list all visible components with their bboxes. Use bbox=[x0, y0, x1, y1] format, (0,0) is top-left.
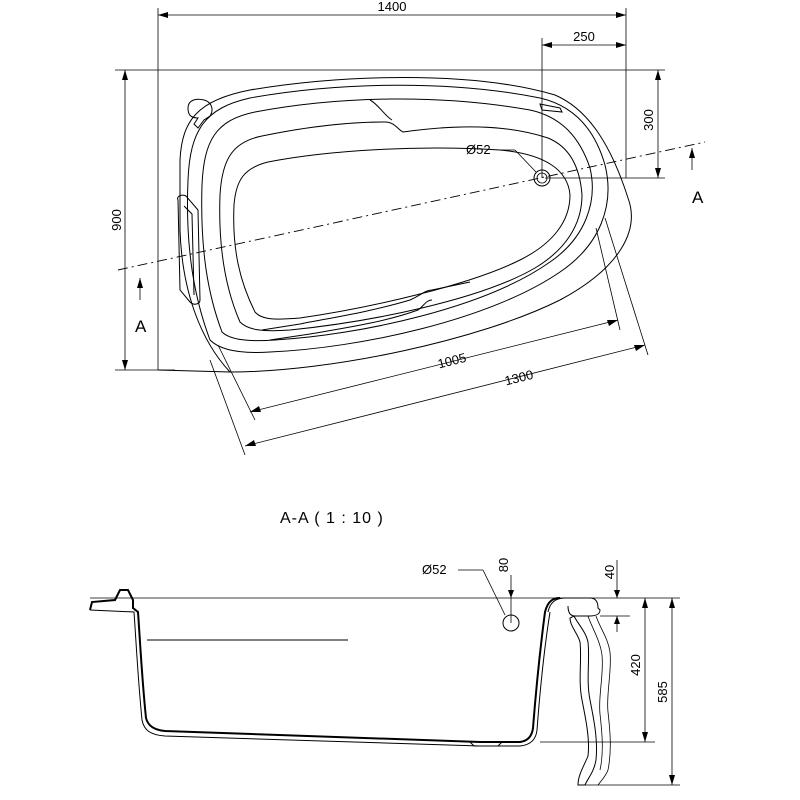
tub-headrest-inner bbox=[183, 205, 195, 296]
extension-line-1005-right bbox=[595, 227, 621, 331]
arrow-icon bbox=[655, 168, 661, 178]
arrow-icon bbox=[642, 598, 648, 608]
leader-line-section-drain-diagonal bbox=[482, 569, 506, 616]
dimension-label-900: 900 bbox=[109, 209, 124, 231]
section-view: Ø52 80 40 420 585 bbox=[89, 558, 680, 786]
section-drain-diameter-label: Ø52 bbox=[422, 562, 447, 577]
drain-diameter-label: Ø52 bbox=[466, 142, 491, 157]
faucet-icon bbox=[187, 98, 213, 129]
tub-rim-inner bbox=[201, 98, 593, 342]
arrow-icon bbox=[669, 598, 675, 608]
dimension-label-585: 585 bbox=[655, 681, 670, 703]
tub-headrest bbox=[177, 194, 201, 305]
drain-circle bbox=[533, 169, 551, 187]
tub-grip-top bbox=[369, 99, 393, 121]
drain-inner-circle bbox=[536, 172, 548, 184]
arrow-icon bbox=[607, 320, 618, 326]
dimension-label-1300: 1300 bbox=[503, 367, 535, 389]
dimension-label-1400: 1400 bbox=[378, 0, 407, 14]
section-line-a-a bbox=[117, 141, 706, 271]
tub-outer-outline bbox=[157, 77, 632, 373]
support-leg-inner-2 bbox=[587, 615, 603, 771]
support-leg-inner bbox=[595, 615, 611, 786]
arrow-icon bbox=[122, 360, 128, 370]
arrow-icon bbox=[542, 42, 552, 48]
arrow-icon bbox=[614, 590, 620, 598]
arrow-icon bbox=[508, 590, 514, 598]
tub-section-inner bbox=[89, 609, 551, 747]
arrow-icon bbox=[245, 440, 256, 446]
extension-line-1005-left bbox=[217, 344, 256, 421]
tub-handle-icon bbox=[539, 103, 563, 113]
arrow-icon bbox=[137, 278, 143, 288]
arrow-icon bbox=[655, 70, 661, 80]
arrow-icon bbox=[250, 406, 261, 412]
tub-rim-outer bbox=[187, 84, 609, 353]
section-title: A-A ( 1 : 10 ) bbox=[280, 510, 384, 527]
section-marker-left: A bbox=[135, 317, 147, 336]
dimension-label-250: 250 bbox=[573, 29, 595, 44]
tub-armrest-inner bbox=[269, 299, 433, 341]
dimension-label-300: 300 bbox=[641, 109, 656, 131]
extension-line-1300-left bbox=[209, 359, 246, 456]
dimension-line-1300 bbox=[244, 344, 646, 447]
arrow-icon bbox=[616, 12, 626, 18]
arrow-icon bbox=[158, 12, 168, 18]
dimension-label-40: 40 bbox=[602, 565, 617, 579]
tub-armrest bbox=[261, 281, 471, 331]
tub-section-drain-hump bbox=[469, 741, 503, 747]
dimension-line-1005 bbox=[249, 319, 619, 413]
extension-line-1300-right bbox=[604, 217, 649, 356]
support-leg bbox=[569, 615, 597, 786]
plan-view: 1400 250 900 300 bbox=[109, 0, 706, 456]
section-marker-right: A bbox=[692, 188, 704, 207]
arrow-icon bbox=[614, 616, 620, 624]
arrow-icon bbox=[122, 70, 128, 80]
tub-basin-floor bbox=[233, 147, 571, 320]
arrow-icon bbox=[689, 148, 695, 158]
arrow-icon bbox=[634, 345, 645, 351]
arrow-icon bbox=[616, 42, 626, 48]
tub-section-outer bbox=[89, 589, 561, 743]
tub-section-rim-lip bbox=[547, 597, 601, 617]
dimension-label-1005: 1005 bbox=[436, 350, 468, 372]
arrow-icon bbox=[669, 775, 675, 785]
arrow-icon bbox=[642, 732, 648, 742]
dimension-label-420: 420 bbox=[628, 654, 643, 676]
leader-line-drain-diagonal bbox=[514, 149, 537, 173]
tub-basin-outline bbox=[219, 121, 583, 332]
dimension-label-80: 80 bbox=[496, 558, 511, 572]
